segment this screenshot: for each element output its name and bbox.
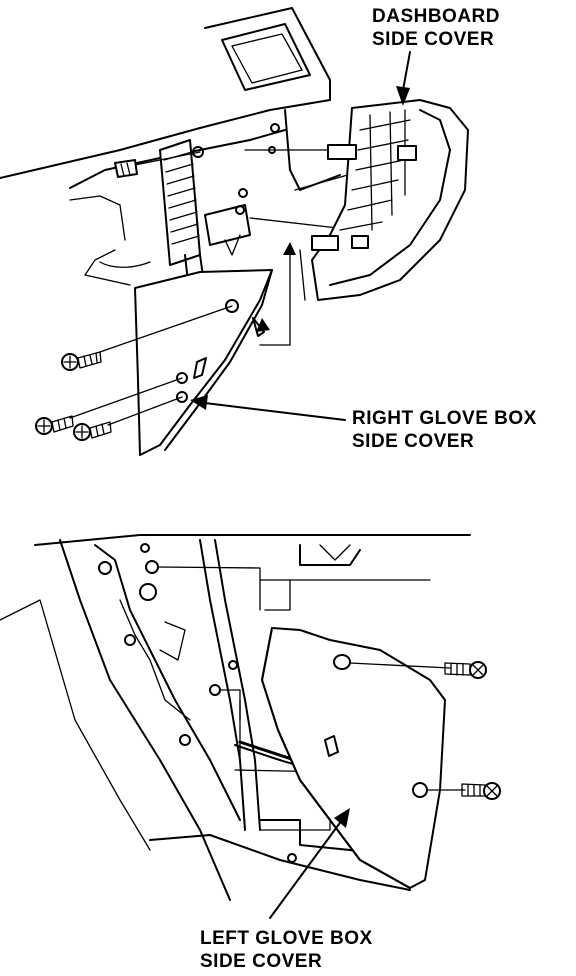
pillar-screw-hole: [228, 660, 238, 670]
right-glove-box-label-line2: SIDE COVER: [352, 431, 475, 452]
center-bracket: [204, 204, 251, 246]
dashboard-side-cover-label-line2: SIDE COVER: [372, 29, 495, 50]
vent-opening: [221, 23, 311, 91]
left-glove-box-side-cover: [261, 627, 446, 889]
dashboard-cover-leader: [402, 51, 411, 91]
clip-hole: [270, 123, 280, 133]
dash-panel-left: [69, 195, 126, 241]
right-cover-edge: [164, 269, 273, 451]
console-knob: [140, 543, 150, 553]
left-cover-slot: [324, 735, 339, 757]
right-cover-slot: [193, 357, 207, 379]
arrow-icon: [396, 86, 410, 106]
side-cover-clip: [311, 235, 339, 251]
console-knob: [139, 583, 157, 601]
removal-path: [259, 254, 291, 346]
clip-hole: [238, 188, 248, 198]
console-bracket: [159, 621, 186, 661]
console-panel: [94, 544, 241, 821]
latch-detail: [319, 544, 351, 561]
floor-line: [149, 834, 411, 891]
side-cover-clip: [397, 145, 417, 161]
console-knob: [179, 734, 191, 746]
plate-hole: [287, 853, 297, 863]
console-face: [0, 599, 151, 851]
left-cover-edge: [261, 627, 411, 889]
dashboard-side-cover: [311, 99, 469, 301]
console-side: [59, 539, 231, 901]
left-cover-hole: [412, 782, 428, 798]
left-glove-box-label-line2: SIDE COVER: [200, 951, 323, 972]
alignment-line: [299, 249, 306, 301]
arrow-icon: [256, 318, 270, 332]
clip-hole: [235, 205, 245, 215]
wire-loop: [99, 261, 151, 268]
dash-lower-top-edge: [34, 534, 471, 546]
side-cover-inner-edge: [329, 109, 451, 286]
console-trim: [119, 599, 191, 721]
screw-icon: [73, 396, 183, 441]
side-cover-ribs: [339, 119, 411, 231]
console-knob: [98, 561, 112, 575]
arrow-icon: [334, 808, 350, 828]
side-cover-clip: [327, 144, 357, 160]
right-glove-box-label-line1: RIGHT GLOVE BOX: [352, 408, 537, 429]
left-cover-hole: [333, 654, 351, 670]
center-pillar-left: [199, 539, 246, 831]
bracket-arrow-small: [224, 234, 241, 256]
clip-hole: [192, 146, 204, 158]
vent-inner: [231, 33, 303, 84]
screw-icon: [114, 151, 201, 178]
shelf-bracket: [264, 579, 291, 611]
pillar-screw-hole: [209, 684, 221, 696]
right-glove-box-side-cover: [134, 269, 273, 456]
dash-panel-low: [84, 249, 131, 286]
right-cover-leader: [204, 402, 346, 421]
top-illustration: [0, 7, 469, 456]
center-pillar-right: [214, 539, 261, 831]
arrow-icon: [283, 242, 296, 255]
side-cover-clip: [351, 235, 369, 249]
screw-icon: [35, 377, 183, 435]
dashboard-upper-edge: [0, 99, 331, 179]
dashboard-side-cover-label-line1: DASHBOARD: [372, 6, 500, 27]
alignment-line: [157, 566, 261, 611]
bottom-illustration: [0, 534, 501, 919]
glove-box-latch: [299, 544, 361, 566]
screw-icon: [61, 305, 233, 371]
left-cover-leader: [269, 819, 343, 919]
screw-icon: [427, 782, 501, 800]
left-glove-box-label-line1: LEFT GLOVE BOX: [200, 928, 373, 949]
arrow-icon: [190, 395, 208, 410]
pillar-screw-hole: [145, 560, 159, 574]
screw-icon: [349, 661, 487, 679]
console-knob: [124, 634, 136, 646]
arrow-icon: [252, 317, 265, 337]
vent-housing: [204, 7, 331, 101]
